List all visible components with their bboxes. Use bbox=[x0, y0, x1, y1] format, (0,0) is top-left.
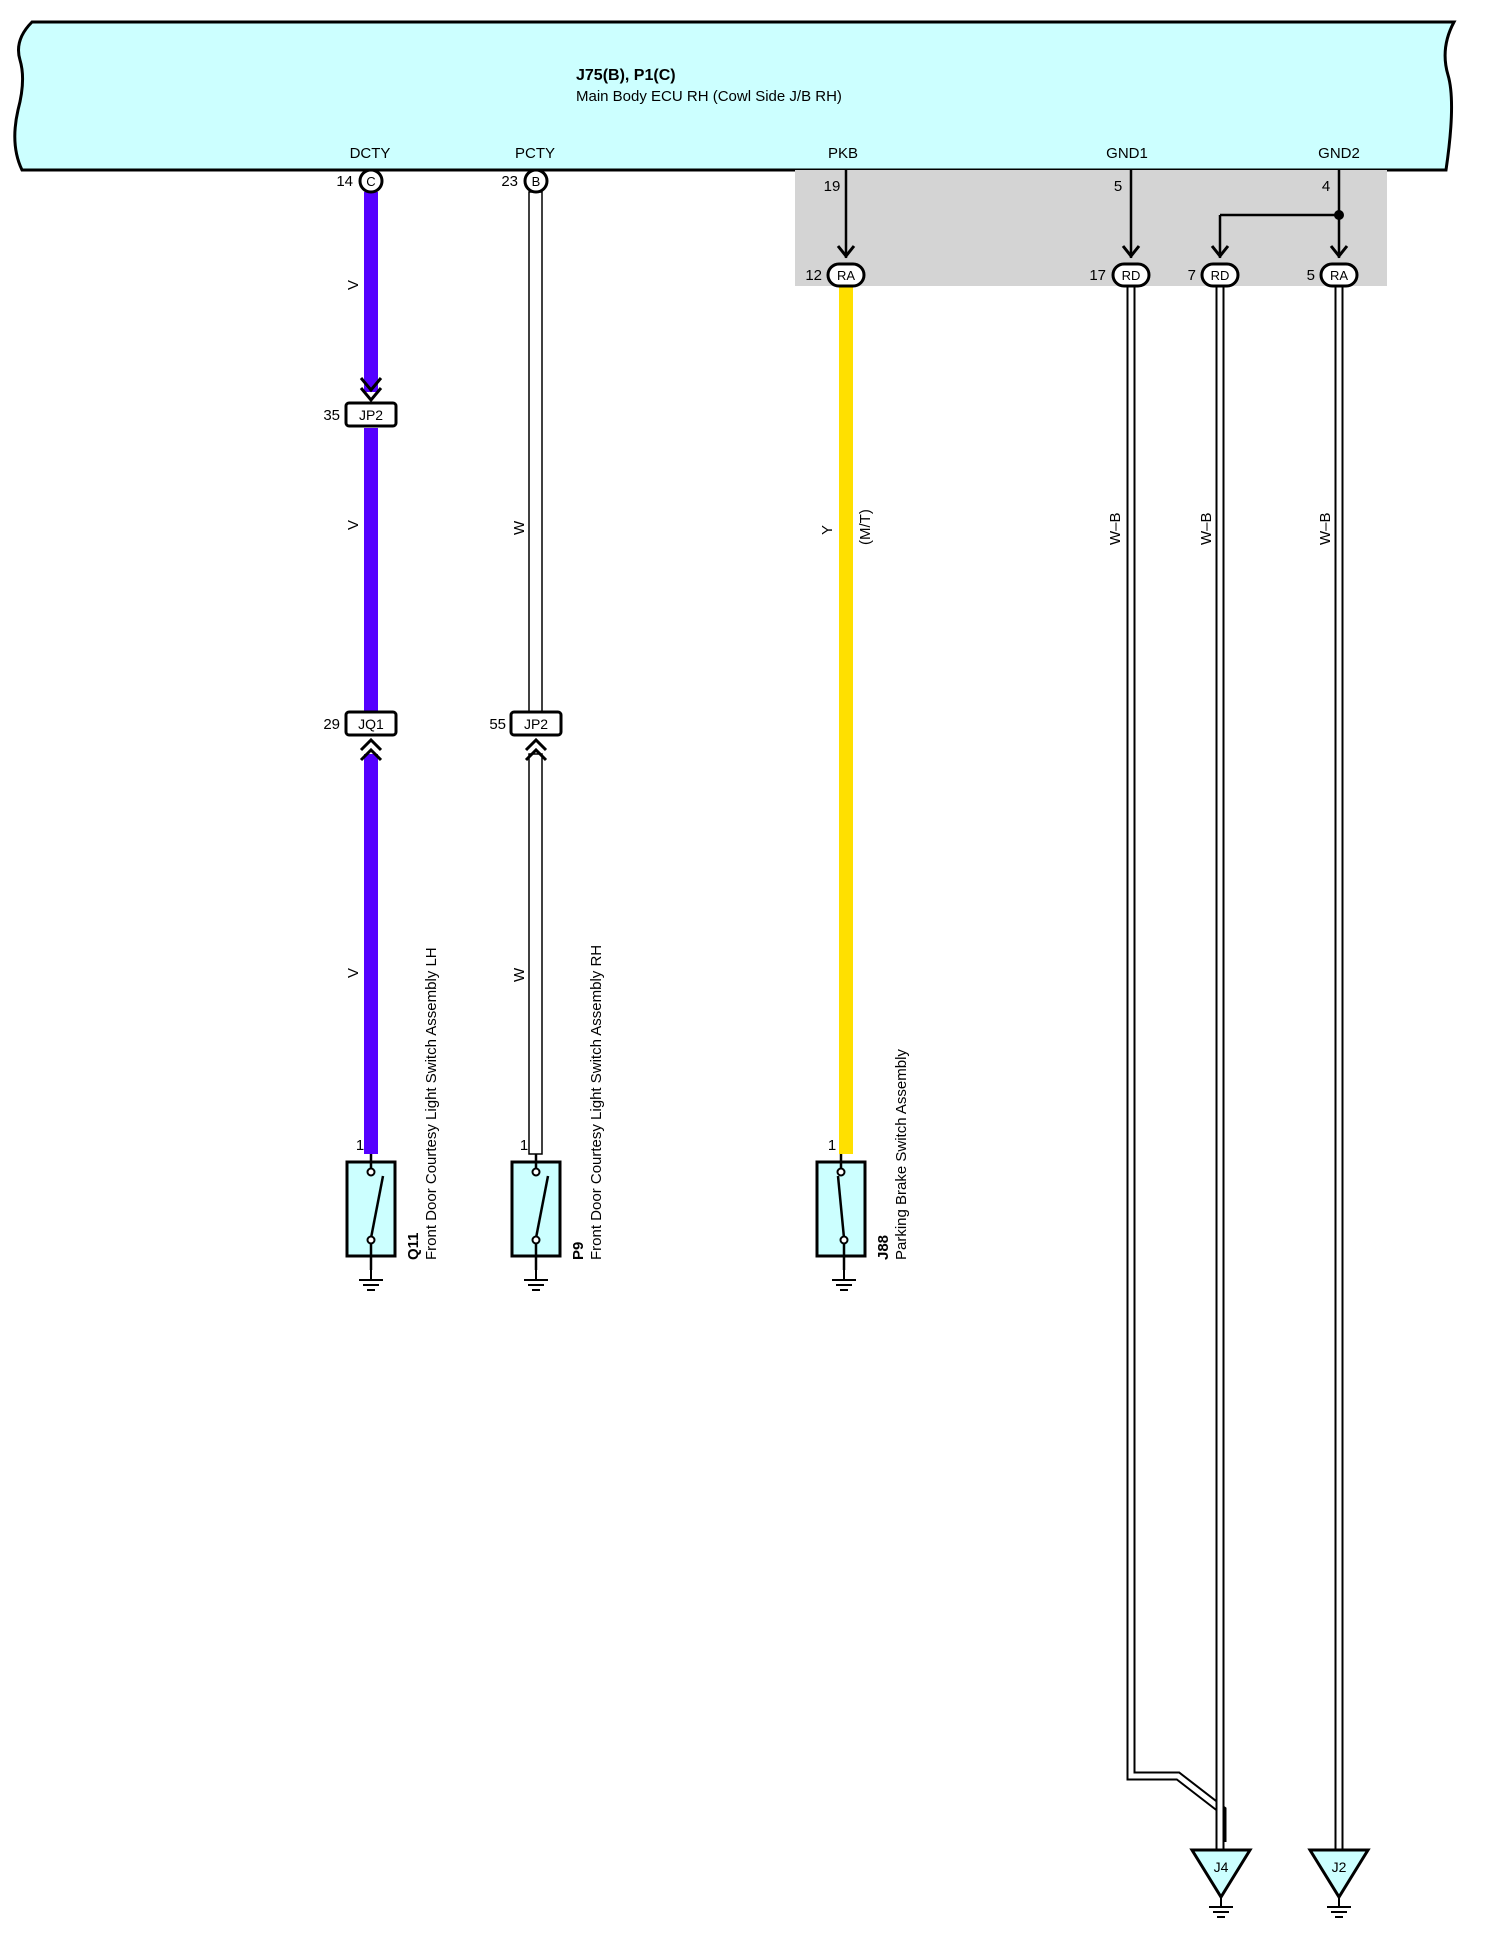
ecu-block: J75(B), P1(C) Main Body ECU RH (Cowl Sid… bbox=[13, 20, 1457, 172]
inline-connector-number: 35 bbox=[323, 407, 340, 424]
junction-block-area bbox=[795, 170, 1387, 286]
ecu-connectors: J75(B), P1(C) bbox=[576, 67, 676, 84]
wire-color-label: W–B bbox=[1107, 512, 1124, 545]
component-pin: 1 bbox=[520, 1137, 528, 1154]
wire-pcty-segment-1 bbox=[528, 191, 543, 713]
ecu-body bbox=[13, 20, 1457, 172]
wire-pkb: Y (M/T) 19 bbox=[819, 170, 874, 1154]
component-name: Parking Brake Switch Assembly bbox=[893, 1049, 910, 1260]
pin-connector-letter: B bbox=[532, 174, 541, 189]
pin-number: 19 bbox=[824, 178, 841, 195]
pin-connector-letter: C bbox=[366, 174, 375, 189]
inline-connector-jp2-35: JP2 35 bbox=[323, 377, 398, 428]
pin-name-gnd1: GND1 bbox=[1106, 145, 1148, 162]
junction-connector-code: RA bbox=[837, 268, 855, 283]
junction-connector-number: 5 bbox=[1307, 267, 1315, 284]
wire-color-label: V bbox=[345, 520, 362, 530]
junction-connector-ra-5: RA 5 bbox=[1307, 262, 1359, 288]
component-code: J88 bbox=[875, 1235, 892, 1260]
pin-number: 23 bbox=[501, 173, 518, 190]
ecu-pin-dcty: C 14 bbox=[336, 168, 384, 194]
switch-q11: 1 Q11 Front Door Courtesy Light Switch A… bbox=[345, 947, 440, 1291]
inline-connector-number: 55 bbox=[489, 716, 506, 733]
wire-pcty: W W bbox=[511, 191, 543, 1155]
junction-connector-number: 7 bbox=[1188, 267, 1196, 284]
switch-p9: 1 P9 Front Door Courtesy Light Switch As… bbox=[510, 945, 605, 1291]
junction-connector-code: RD bbox=[1211, 268, 1230, 283]
pin-name-gnd2: GND2 bbox=[1318, 145, 1360, 162]
wire-color-label: V bbox=[345, 968, 362, 978]
inline-connector-jp2-55: JP2 55 bbox=[489, 710, 563, 762]
component-pin: 1 bbox=[828, 1137, 836, 1154]
wire-dcty-segment-2 bbox=[364, 428, 378, 720]
wire-note: (M/T) bbox=[857, 509, 874, 545]
junction-connector-number: 12 bbox=[805, 267, 822, 284]
wire-dcty-segment-3 bbox=[364, 754, 378, 1154]
wire-color-label: W–B bbox=[1317, 512, 1334, 545]
inline-connector-code: JQ1 bbox=[358, 716, 384, 732]
pin-number: 4 bbox=[1322, 178, 1330, 195]
junction-connector-rd-17: RD 17 bbox=[1089, 262, 1151, 288]
wire-gnd1: 5 W–B bbox=[1107, 170, 1227, 1842]
ground-point-label: J2 bbox=[1332, 1859, 1347, 1875]
wire-dcty-segment-1 bbox=[364, 192, 378, 392]
component-name: Front Door Courtesy Light Switch Assembl… bbox=[423, 947, 440, 1260]
wire-color-label: W bbox=[511, 967, 528, 982]
wire-color-label: V bbox=[345, 280, 362, 290]
wire-pcty-segment-2 bbox=[528, 753, 543, 1155]
wire-color-label: Y bbox=[819, 525, 836, 535]
junction-connector-code: RA bbox=[1330, 268, 1348, 283]
ground-point-j2: J2 bbox=[1307, 1848, 1371, 1918]
pin-number: 5 bbox=[1114, 178, 1122, 195]
wire-gnd2: 4 W–B W–B bbox=[1198, 170, 1349, 1850]
ground-point-label: J4 bbox=[1214, 1859, 1229, 1875]
inline-connector-code: JP2 bbox=[359, 407, 383, 423]
pin-number: 14 bbox=[336, 173, 353, 190]
wire-color-label: W bbox=[511, 520, 528, 535]
ground-point-j4: J4 bbox=[1189, 1848, 1253, 1918]
junction-connector-rd-7: RD 7 bbox=[1188, 262, 1240, 288]
ecu-name: Main Body ECU RH (Cowl Side J/B RH) bbox=[576, 88, 842, 105]
component-code: P9 bbox=[570, 1242, 587, 1260]
pin-name-pkb: PKB bbox=[828, 145, 858, 162]
component-pin: 1 bbox=[356, 1137, 364, 1154]
splice-point bbox=[1334, 210, 1344, 220]
inline-connector-jq1-29: JQ1 29 bbox=[323, 710, 398, 762]
wire-color-label: W–B bbox=[1198, 512, 1215, 545]
component-code: Q11 bbox=[405, 1232, 422, 1260]
inline-connector-code: JP2 bbox=[524, 716, 548, 732]
switch-j88: 1 J88 Parking Brake Switch Assembly bbox=[815, 1049, 910, 1291]
component-name: Front Door Courtesy Light Switch Assembl… bbox=[588, 945, 605, 1260]
junction-connector-ra-12: RA 12 bbox=[805, 262, 866, 288]
ecu-pin-pcty: B 23 bbox=[501, 168, 549, 194]
wire-pkb-segment bbox=[839, 287, 853, 1154]
wire-dcty: V V V bbox=[345, 192, 378, 1154]
pin-name-pcty: PCTY bbox=[515, 145, 555, 162]
junction-connector-code: RD bbox=[1122, 268, 1141, 283]
inline-connector-number: 29 bbox=[323, 716, 340, 733]
junction-connector-number: 17 bbox=[1089, 267, 1106, 284]
pin-name-dcty: DCTY bbox=[350, 145, 391, 162]
